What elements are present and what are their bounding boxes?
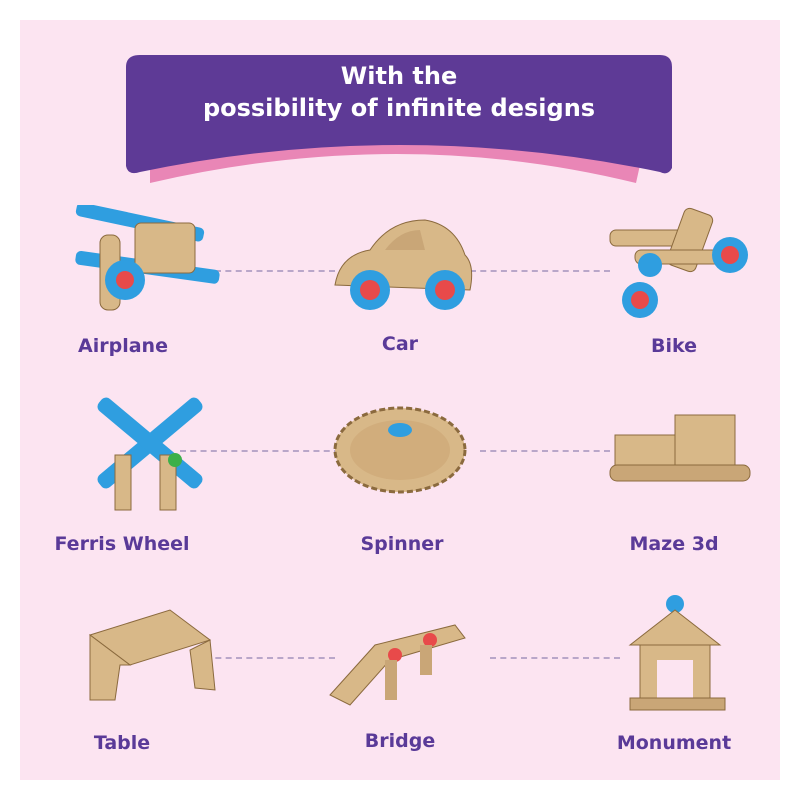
label-bridge: Bridge bbox=[364, 730, 436, 752]
label-bike: Bike bbox=[650, 335, 697, 357]
title-line-2: possibility of infinite designs bbox=[202, 94, 596, 122]
title-line-1: With the bbox=[340, 62, 458, 90]
connector-line bbox=[205, 657, 335, 659]
connector-line bbox=[480, 450, 610, 452]
ferris-wheel-image bbox=[40, 385, 240, 515]
label-monument: Monument bbox=[616, 732, 732, 754]
bike-image bbox=[580, 205, 780, 320]
connector-line bbox=[470, 270, 610, 272]
label-spinner: Spinner bbox=[360, 533, 444, 555]
airplane-image bbox=[40, 205, 240, 315]
banner-shape bbox=[126, 55, 672, 174]
connector-line bbox=[490, 657, 620, 659]
maze-3d-image bbox=[575, 395, 775, 505]
monument-image bbox=[575, 590, 775, 720]
connector-line bbox=[215, 270, 335, 272]
label-maze-3d: Maze 3d bbox=[629, 533, 719, 555]
bridge-image bbox=[300, 610, 500, 710]
label-airplane: Airplane bbox=[78, 335, 168, 357]
table-image bbox=[40, 600, 240, 710]
label-table: Table bbox=[93, 732, 151, 754]
spinner-image bbox=[300, 395, 500, 505]
connector-line bbox=[180, 450, 340, 452]
label-car: Car bbox=[381, 333, 419, 355]
title-banner bbox=[126, 55, 672, 183]
car-image bbox=[300, 205, 500, 315]
label-ferris-wheel: Ferris Wheel bbox=[54, 533, 190, 555]
